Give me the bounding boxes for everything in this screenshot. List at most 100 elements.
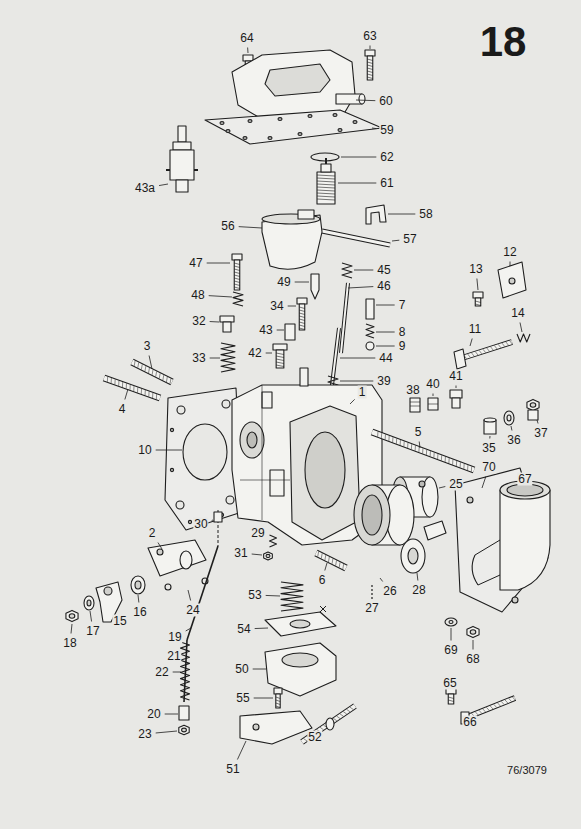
leader-line — [356, 100, 375, 102]
part-line — [479, 350, 482, 353]
part-line — [187, 546, 218, 640]
part-line — [422, 448, 423, 453]
part-line — [234, 284, 240, 286]
part-ellipse — [131, 576, 145, 594]
part-rect — [336, 94, 362, 104]
part-line — [240, 480, 290, 481]
part-line — [341, 283, 348, 353]
part-line — [456, 461, 457, 466]
part-line — [155, 371, 157, 376]
part-outline — [148, 540, 206, 576]
callout-number: 8 — [398, 326, 407, 339]
part-line — [324, 555, 326, 560]
part-ellipse — [226, 130, 230, 133]
part-ellipse — [240, 422, 264, 458]
part-line — [367, 65, 373, 67]
part-line — [347, 709, 350, 711]
part-ellipse — [188, 520, 191, 523]
callout-number: 25 — [448, 478, 463, 491]
part-ellipse — [177, 406, 185, 414]
part-line — [371, 585, 372, 600]
callout-number: 26 — [382, 585, 397, 598]
part-line — [321, 553, 323, 558]
callout-number: 27 — [364, 602, 379, 615]
part-outline — [265, 643, 336, 696]
leader-line — [388, 214, 415, 215]
part-line — [445, 457, 446, 462]
leader-line — [252, 554, 262, 556]
callout-number: 67 — [517, 473, 532, 486]
callout-number: 34 — [269, 300, 284, 313]
callout-number: 57 — [402, 233, 417, 246]
leader-line — [340, 358, 375, 359]
part-line — [410, 406, 420, 407]
part-line — [166, 169, 170, 171]
leader-line — [207, 263, 230, 264]
part-rect — [170, 150, 194, 180]
leader-line — [511, 426, 513, 431]
part-line — [428, 404, 438, 405]
leader-line — [295, 282, 309, 283]
leader-line — [255, 628, 268, 630]
leader-line — [158, 543, 162, 550]
part-rect — [317, 172, 335, 204]
part-line — [475, 301, 481, 303]
callout-number: 42 — [247, 347, 262, 360]
part-outline — [366, 205, 386, 224]
part-line — [299, 307, 305, 309]
part-line — [234, 287, 240, 289]
leader-line — [341, 157, 376, 158]
callout-number: 66 — [462, 716, 477, 729]
part-line — [133, 386, 134, 391]
leader-line — [266, 353, 272, 354]
part-rect — [234, 260, 240, 290]
part-line — [299, 325, 305, 327]
leader-line — [188, 590, 191, 601]
part-line — [148, 391, 149, 396]
part-outline — [472, 555, 478, 585]
leader-line — [354, 270, 373, 271]
part-line — [316, 553, 346, 568]
part-line — [134, 361, 136, 366]
part-line — [126, 383, 127, 388]
part-line — [159, 373, 161, 378]
part-rect — [365, 50, 375, 56]
part-line — [234, 269, 240, 271]
part-line — [276, 697, 280, 699]
nut — [467, 626, 479, 637]
part-line — [452, 459, 453, 464]
part-line — [411, 444, 412, 449]
part-ellipse — [220, 122, 224, 125]
part-ellipse — [359, 94, 365, 104]
leader-line — [376, 346, 395, 347]
part-rect — [274, 688, 282, 694]
callout-number: 38 — [405, 384, 420, 397]
callout-number: 39 — [376, 375, 391, 388]
callout-number: 54 — [236, 623, 251, 636]
part-line — [104, 378, 160, 398]
part-outline — [290, 406, 360, 540]
callout-number: 30 — [193, 518, 208, 531]
leader-line — [288, 306, 296, 307]
part-line — [317, 196, 335, 197]
part-line — [490, 706, 493, 709]
part-line — [381, 433, 382, 438]
part-line — [129, 385, 130, 390]
part-line — [441, 455, 442, 460]
part-line — [377, 432, 378, 437]
part-ellipse — [87, 600, 91, 606]
leader-line — [348, 287, 373, 288]
leader-line — [372, 128, 376, 130]
drawing-reference: 76/3079 — [507, 764, 547, 777]
part-rect — [366, 299, 374, 319]
part-line — [462, 342, 512, 358]
part-line — [234, 281, 240, 283]
part-line — [137, 363, 139, 368]
callout-number: 37 — [533, 427, 548, 440]
part-ellipse — [298, 133, 302, 136]
part-ellipse — [467, 497, 473, 503]
callout-number: 68 — [465, 653, 480, 666]
part-line — [104, 378, 160, 398]
part-line — [479, 710, 482, 713]
callout-number: 56 — [220, 220, 235, 233]
